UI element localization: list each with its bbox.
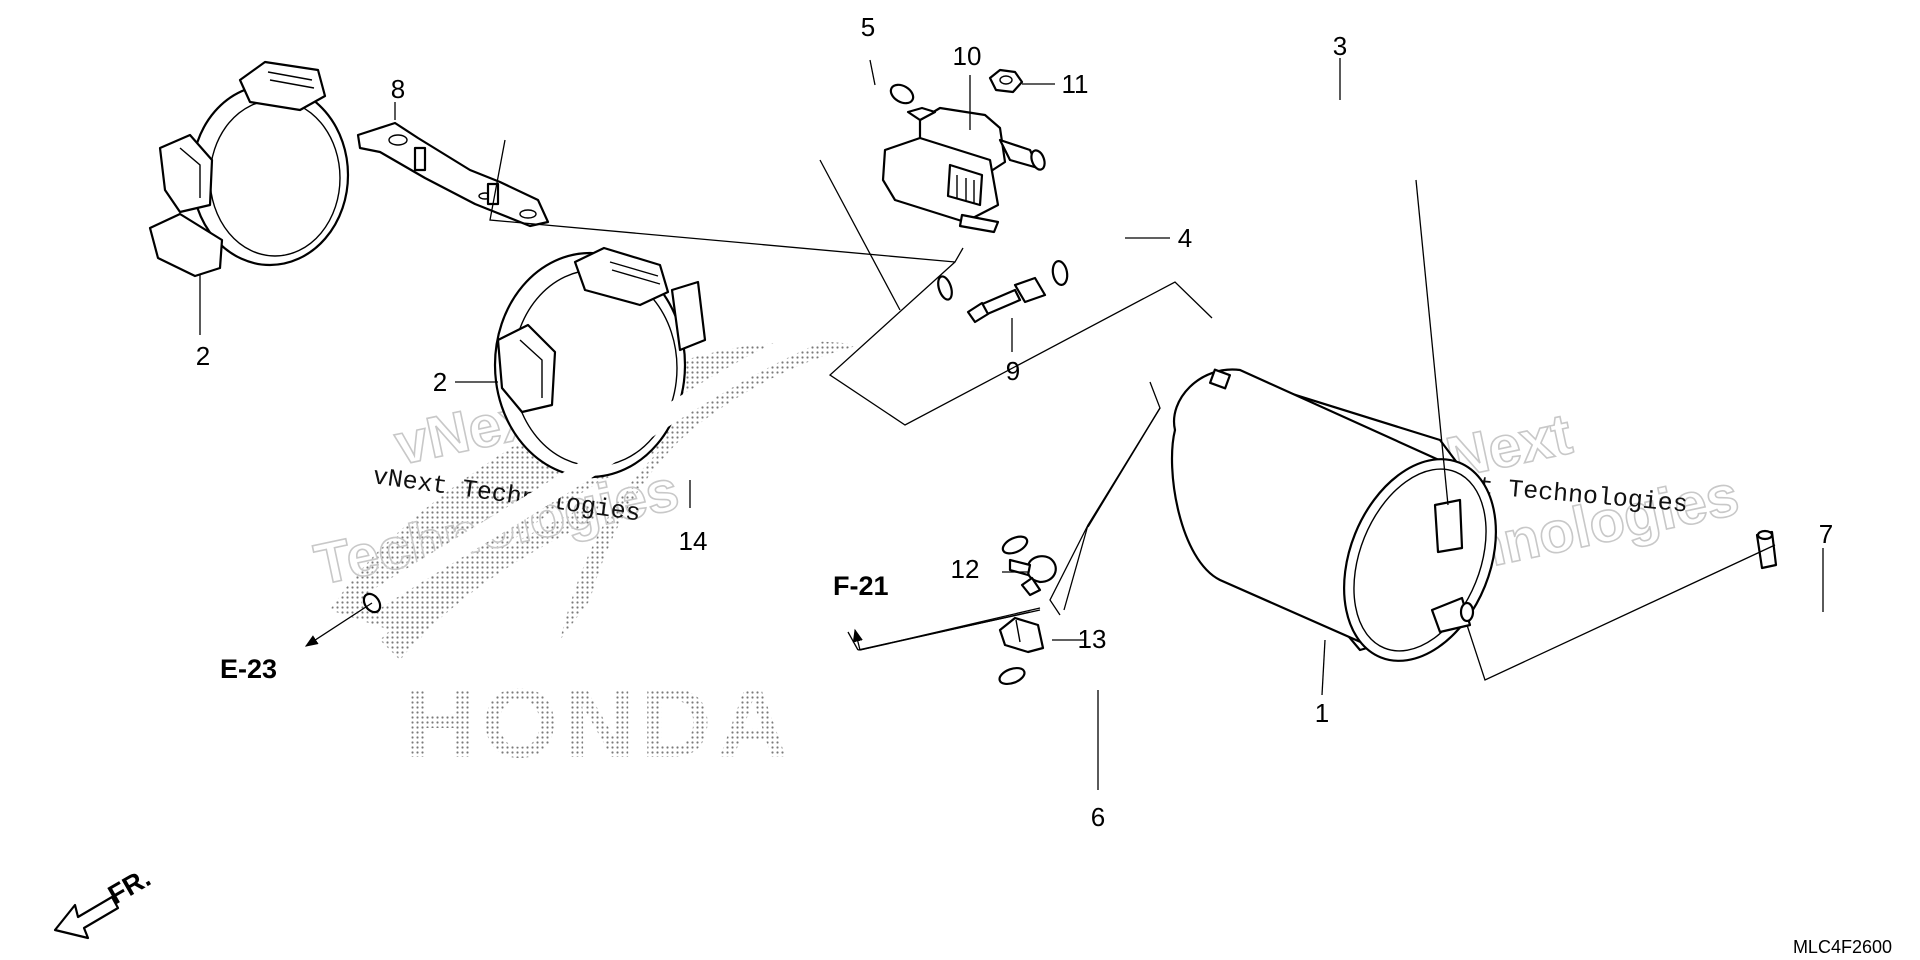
part-14-hose (362, 275, 955, 614)
part-6-hose (982, 468, 1206, 754)
part-2-clamp-lower (493, 246, 707, 479)
callout-6: 6 (1091, 802, 1105, 832)
diagram-code: MLC4F2600 (1793, 937, 1892, 957)
part-12-hose-clip (1008, 555, 1057, 597)
part-5-hose (772, 64, 917, 170)
front-direction-arrow: FR. (53, 862, 156, 940)
reference-f21[interactable]: F-21 (833, 571, 889, 601)
part-2-clamp-upper (148, 60, 350, 278)
part-10-purge-valve (881, 106, 1046, 234)
callout-4: 4 (1178, 223, 1192, 253)
callout-7: 7 (1819, 519, 1833, 549)
callout-14: 14 (679, 526, 708, 556)
callout-2-lower: 2 (433, 367, 447, 397)
part-11-nut (988, 68, 1024, 94)
callout-labels: 1 2 2 3 4 5 6 7 8 9 10 11 12 13 14 (196, 12, 1833, 832)
honda-logo-text: HONDA (405, 668, 794, 778)
part-13-clamp (998, 616, 1045, 654)
callout-12: 12 (951, 554, 980, 584)
part-1-evap-canister (1170, 368, 1497, 662)
callout-11: 11 (1062, 69, 1089, 99)
callout-9: 9 (1006, 356, 1020, 386)
callout-10: 10 (953, 41, 982, 71)
callout-5: 5 (861, 12, 875, 42)
part-8-bracket (356, 121, 550, 228)
callout-1: 1 (1315, 698, 1329, 728)
part-7-hose (1755, 529, 1853, 895)
part-9-joint (966, 276, 1047, 324)
callout-8: 8 (391, 74, 405, 104)
callout-3: 3 (1333, 31, 1347, 61)
callout-13: 13 (1078, 624, 1107, 654)
callout-2-upper: 2 (196, 341, 210, 371)
part-3-hose (1264, 94, 1389, 314)
reference-e23[interactable]: E-23 (220, 654, 277, 684)
part-4-hose (1049, 187, 1128, 286)
front-arrow-icon (53, 895, 120, 940)
leader-lines (199, 58, 1824, 790)
